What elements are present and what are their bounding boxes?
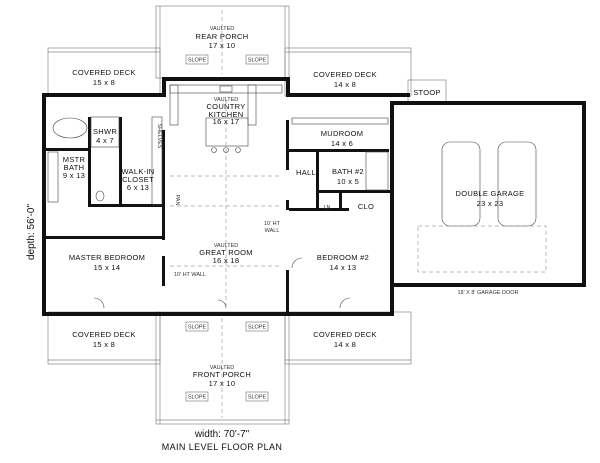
slope-label: SLOPE (188, 395, 207, 401)
rear-porch-kind: VAULTED (210, 26, 235, 32)
slope-tags: SLOPE SLOPE SLOPE SLOPE SLOPE SLOPE (185, 54, 269, 402)
shwr-size: 4 x 7 (96, 136, 114, 145)
garage-size: 23 x 23 (477, 199, 504, 208)
wall-height-note-line1: 10' HT (264, 221, 281, 227)
hall-name: HALL (296, 168, 316, 177)
deck-tr-size: 14 x 8 (334, 80, 356, 89)
room-labels: VAULTED REAR PORCH 17 x 10 COVERED DECK … (63, 26, 525, 388)
great-room-size: 16 x 18 (213, 256, 240, 265)
slope-label: SLOPE (248, 325, 267, 331)
mudroom-size: 14 x 6 (331, 139, 353, 148)
width-dimension: width: 70'-7" (194, 429, 250, 440)
rear-porch-size: 17 x 10 (209, 41, 236, 50)
front-porch-size: 17 x 10 (209, 379, 236, 388)
ln-label: LN (323, 205, 330, 211)
mstr-bath-name-1: MSTR (63, 155, 86, 164)
kitchen-size: 16 x 17 (213, 117, 240, 126)
front-porch-name: FRONT PORCH (193, 370, 251, 379)
closet-name-1: WALK-IN (121, 167, 154, 176)
shelves-label: SHELVES (156, 124, 162, 149)
wall-height-note-line2: WALL (265, 228, 280, 234)
exterior-walls (42, 77, 586, 316)
deck-bl-size: 15 x 8 (93, 340, 115, 349)
kitchen-kind: VAULTED (214, 97, 239, 103)
garage-door-note: 18' X 8' GARAGE DOOR (457, 290, 518, 296)
kitchen-name-1: COUNTRY (206, 102, 245, 111)
closet-size: 6 x 13 (127, 183, 149, 192)
mudroom-name: MUDROOM (321, 129, 364, 138)
rear-porch-name: REAR PORCH (195, 32, 248, 41)
great-room-name: GREAT ROOM (199, 248, 253, 257)
garage-name: DOUBLE GARAGE (456, 189, 525, 198)
kitchen-name-2: KITCHEN (208, 110, 243, 119)
bath2-size: 10 x 5 (337, 177, 359, 186)
shwr-name: SHWR (93, 127, 117, 136)
mstr-bath-name-2: BATH (64, 163, 85, 172)
fixtures (47, 10, 547, 418)
slope-label: SLOPE (248, 58, 267, 64)
clo-label: CLO (358, 202, 374, 211)
slope-label: SLOPE (188, 58, 207, 64)
depth-dimension: depth: 56'-0" (26, 204, 37, 261)
closet-name-2: CLOSET (122, 175, 154, 184)
deck-tr-name: COVERED DECK (313, 70, 377, 79)
deck-br-size: 14 x 8 (334, 340, 356, 349)
mstr-bath-size: 9 x 13 (63, 171, 85, 180)
plan-title: MAIN LEVEL FLOOR PLAN (162, 442, 283, 452)
pan-label: PAN (174, 195, 180, 206)
deck-tl-name: COVERED DECK (72, 68, 136, 77)
master-bedroom-name: MASTER BEDROOM (69, 253, 145, 262)
slope-label: SLOPE (188, 325, 207, 331)
bath2-name: BATH #2 (332, 167, 364, 176)
master-bedroom-size: 15 x 14 (94, 263, 121, 272)
deck-tl-size: 15 x 8 (93, 78, 115, 87)
dimensions: depth: 56'-0" width: 70'-7" MAIN LEVEL F… (26, 204, 282, 452)
stoop-name: STOOP (413, 88, 441, 97)
bedroom2-size: 14 x 13 (330, 263, 357, 272)
wall-height-note: 10' HT WALL (174, 272, 206, 278)
deck-bl-name: COVERED DECK (72, 330, 136, 339)
deck-br-name: COVERED DECK (313, 330, 377, 339)
slope-label: SLOPE (248, 395, 267, 401)
front-porch-kind: VAULTED (210, 365, 235, 371)
great-room-kind: VAULTED (214, 243, 239, 249)
bedroom2-name: BEDROOM #2 (317, 253, 369, 262)
